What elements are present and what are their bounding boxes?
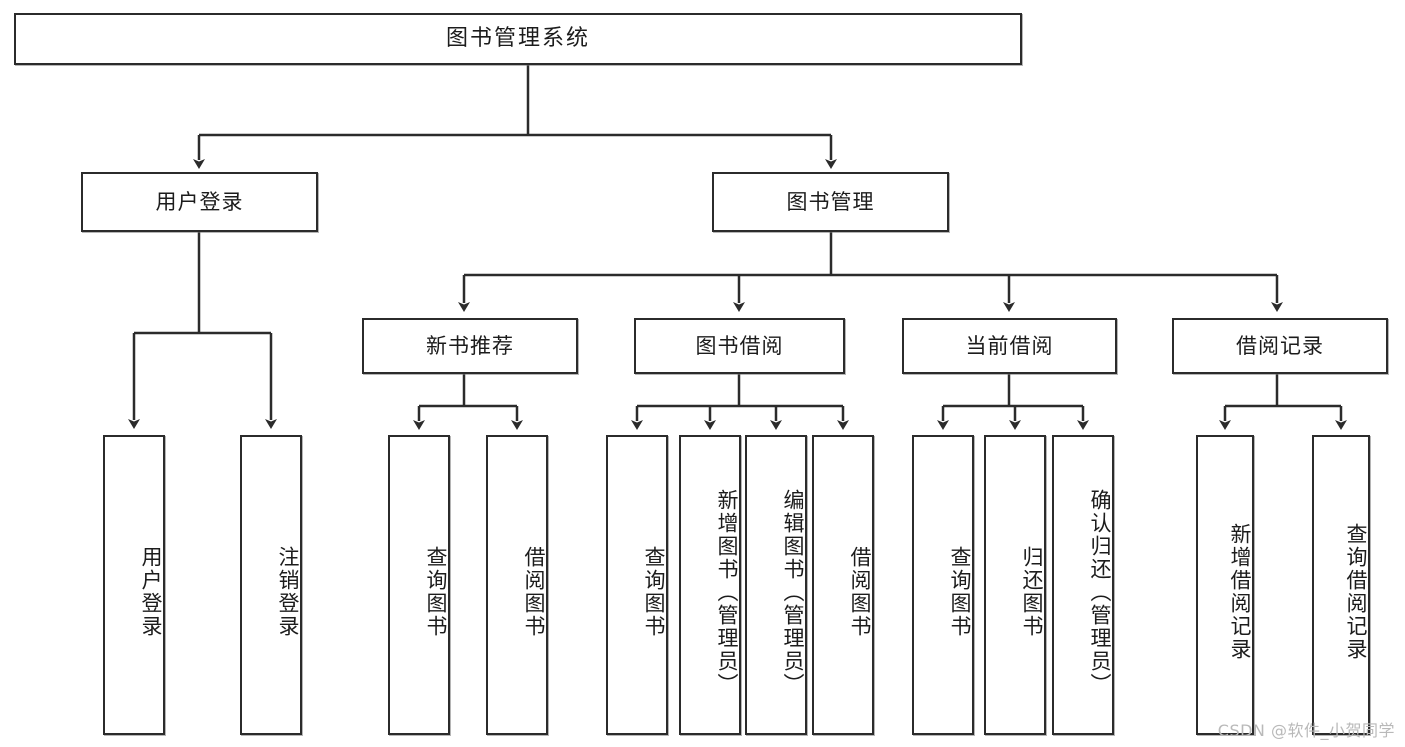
leaf-add-book-admin[interactable]: 新增图书（管理员） [679, 435, 741, 735]
node-borrow-record[interactable]: 借阅记录 [1172, 318, 1388, 374]
leaf-query-book-recommend[interactable]: 查询图书 [388, 435, 450, 735]
leaf-borrow-book-recommend[interactable]: 借阅图书 [486, 435, 548, 735]
leaf-edit-book-admin[interactable]: 编辑图书（管理员） [745, 435, 807, 735]
watermark: CSDN @软件_小贺同学 [1217, 721, 1395, 740]
leaf-user-login[interactable]: 用户登录 [103, 435, 165, 735]
leaf-query-book-borrow[interactable]: 查询图书 [606, 435, 668, 735]
leaf-borrow-book[interactable]: 借阅图书 [812, 435, 874, 735]
node-book-management[interactable]: 图书管理 [712, 172, 949, 232]
leaf-return-book[interactable]: 归还图书 [984, 435, 1046, 735]
leaf-add-borrow-record[interactable]: 新增借阅记录 [1196, 435, 1254, 735]
node-root[interactable]: 图书管理系统 [14, 13, 1022, 65]
node-current-borrow[interactable]: 当前借阅 [902, 318, 1117, 374]
node-new-book-recommend[interactable]: 新书推荐 [362, 318, 578, 374]
leaf-query-book-current[interactable]: 查询图书 [912, 435, 974, 735]
node-user-login[interactable]: 用户登录 [81, 172, 318, 232]
leaf-logout[interactable]: 注销登录 [240, 435, 302, 735]
leaf-confirm-return-admin[interactable]: 确认归还（管理员） [1052, 435, 1114, 735]
node-book-borrow[interactable]: 图书借阅 [634, 318, 845, 374]
leaf-query-borrow-record[interactable]: 查询借阅记录 [1312, 435, 1370, 735]
